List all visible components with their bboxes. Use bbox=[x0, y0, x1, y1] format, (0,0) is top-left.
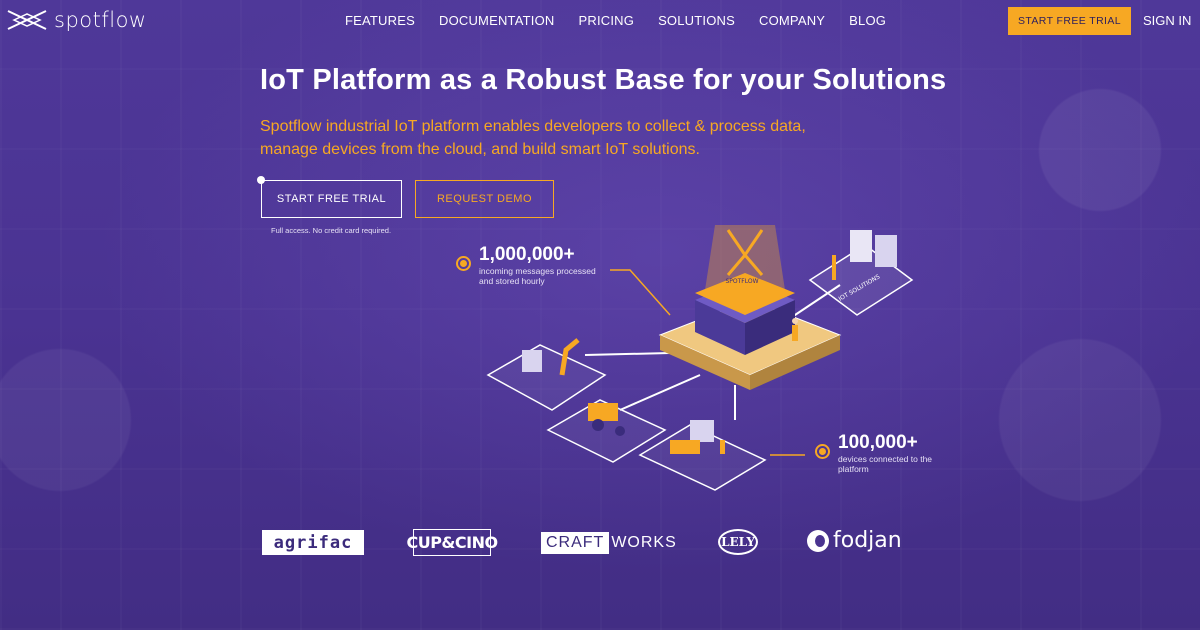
lely-logo: LELY bbox=[718, 529, 758, 555]
server-label: SPOTFLOW bbox=[725, 278, 758, 285]
agrifac-logo: agrifac bbox=[262, 530, 364, 555]
stat-bullet-icon bbox=[456, 256, 471, 271]
nav-documentation[interactable]: DOCUMENTATION bbox=[438, 13, 555, 28]
fodjan-logo: fodjan bbox=[807, 528, 902, 553]
stat-messages: 1,000,000+ incoming messages processed a… bbox=[456, 244, 596, 286]
partner-logos: agrifac CUP&CINO CRAFT WORKS LELY fodjan bbox=[262, 528, 902, 558]
top-nav: spotflow FEATURES DOCUMENTATION PRICING … bbox=[0, 0, 1200, 40]
stat-bullet-icon bbox=[815, 444, 830, 459]
craftworks-logo-part2: WORKS bbox=[611, 533, 677, 551]
iot-platform-illustration: SPOTFLOW IOT SOLUTIONS bbox=[486, 225, 914, 491]
nav-pricing[interactable]: PRICING bbox=[578, 13, 635, 28]
no-credit-card-note: Full access. No credit card required. bbox=[271, 226, 392, 235]
start-free-trial-button[interactable]: START FREE TRIAL bbox=[257, 176, 402, 218]
fodjan-mark-icon bbox=[807, 529, 829, 552]
craftworks-logo-part1: CRAFT bbox=[541, 531, 610, 554]
header-start-trial-button[interactable]: START FREE TRIAL bbox=[1008, 7, 1131, 35]
hero-title: IoT Platform as a Robust Base for your S… bbox=[260, 64, 947, 96]
logo[interactable]: spotflow bbox=[6, 8, 147, 32]
start-free-trial-label: START FREE TRIAL bbox=[276, 193, 387, 205]
stat-desc-line1: devices connected to the bbox=[838, 454, 933, 464]
stat-desc-line1: incoming messages processed bbox=[479, 266, 596, 276]
spotflow-logo-icon bbox=[7, 10, 47, 30]
sign-in-link[interactable]: SIGN IN bbox=[1143, 13, 1192, 28]
request-demo-button[interactable]: REQUEST DEMO bbox=[415, 180, 554, 218]
nav-solutions[interactable]: SOLUTIONS bbox=[658, 13, 735, 28]
craftworks-logo: CRAFT WORKS bbox=[541, 530, 679, 555]
stat-desc-line2: platform bbox=[838, 464, 869, 474]
main-nav: FEATURES DOCUMENTATION PRICING SOLUTIONS… bbox=[345, 13, 886, 28]
stat-desc-line2: and stored hourly bbox=[479, 276, 545, 286]
nav-features[interactable]: FEATURES bbox=[345, 13, 415, 28]
nav-blog[interactable]: BLOG bbox=[849, 13, 887, 28]
stat-value: 1,000,000+ bbox=[479, 244, 575, 265]
stat-value: 100,000+ bbox=[838, 432, 918, 453]
cursor-dot bbox=[257, 176, 265, 184]
fodjan-logo-text: fodjan bbox=[833, 528, 902, 553]
cup-and-cino-logo: CUP&CINO bbox=[406, 529, 498, 556]
logo-text: spotflow bbox=[54, 8, 147, 32]
stat-devices: 100,000+ devices connected to the platfo… bbox=[815, 432, 932, 474]
hero-subtitle: Spotflow industrial IoT platform enables… bbox=[260, 118, 806, 158]
nav-company[interactable]: COMPANY bbox=[759, 13, 826, 28]
